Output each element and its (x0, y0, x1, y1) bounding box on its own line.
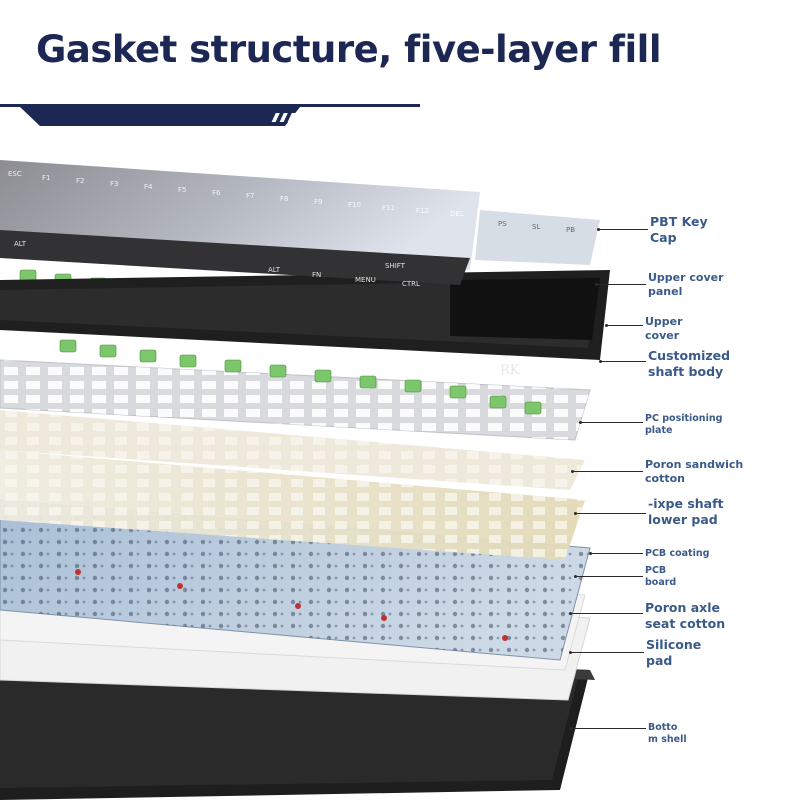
callout-line: seat cotton (645, 615, 726, 631)
callout-leader-line (570, 728, 646, 729)
keycap-legend: F5 (178, 186, 186, 194)
callout-line: shaft body (648, 363, 724, 379)
callout-line: Silicone (646, 637, 702, 652)
callout-anchor-dot (579, 421, 582, 424)
keycap-legend: SHIFT (385, 262, 406, 270)
callout-line: cotton (645, 471, 685, 485)
callout-line: PCB coating (645, 548, 710, 559)
keycap-legend: ALT (268, 266, 281, 274)
callout-line: Botto (648, 722, 678, 733)
callout-anchor-dot (569, 651, 572, 654)
page-title: Gasket structure, five-layer fill (36, 28, 662, 71)
keycap-legend: F9 (314, 198, 322, 206)
keycap-legend: F12 (416, 207, 429, 215)
callout-line: Upper (645, 315, 683, 328)
brand-logo: RK (500, 363, 520, 378)
keycap-legend: PS (498, 220, 507, 228)
callout-line: pad (646, 652, 673, 668)
keycap-legend: MENU (355, 276, 376, 284)
callout-line: PC positioning (645, 413, 723, 424)
keycap-legend: F4 (144, 183, 153, 191)
callout-leader-line (575, 576, 643, 577)
callout-leader-line (570, 652, 644, 653)
keycap-legend: F6 (212, 189, 221, 197)
callout-line: Poron sandwich (645, 458, 744, 471)
callout-line: Upper cover (648, 271, 724, 284)
callout-line: panel (648, 284, 683, 298)
keycap-legend: F1 (42, 174, 50, 182)
callout-leader-line (580, 422, 643, 423)
keycap-legend: CTRL (402, 280, 420, 288)
callout-anchor-dot (569, 727, 572, 730)
callout-leader-line (590, 553, 643, 554)
poron-sandwich-cotton-layer (0, 410, 585, 490)
callout-anchor-dot (597, 228, 600, 231)
callout-leader-line (572, 471, 643, 472)
keycap-legend: FN (312, 271, 321, 279)
upper-cover-frame: RK (0, 270, 610, 378)
callout-line: cover (645, 328, 680, 342)
callout-line: Cap (650, 229, 677, 245)
keycap-legend: F2 (76, 177, 84, 185)
callout-line: lower pad (648, 511, 718, 527)
callout-line: -ixpe shaft (648, 496, 724, 511)
callout-anchor-dot (569, 612, 572, 615)
callout-anchor-dot (595, 283, 598, 286)
title-underline-bar (0, 104, 420, 126)
callout-anchor-dot (574, 512, 577, 515)
callout-anchor-dot (571, 470, 574, 473)
keycap-legend: ALT (14, 240, 27, 248)
ixpe-shaft-lower-pad-layer (0, 450, 585, 560)
callout-anchor-dot (605, 324, 608, 327)
callout-line: PBT Key (650, 214, 708, 229)
callout-line: PCB (645, 565, 667, 576)
callout-leader-line (575, 513, 646, 514)
keycap-legend: F10 (348, 201, 361, 209)
exploded-keyboard-diagram: RK ESC F1 F2 F3 F4 F5 F6 F7 F8 F9 F10 F1… (0, 160, 610, 800)
keycap-layer: ESC F1 F2 F3 F4 F5 F6 F7 F8 F9 F10 F11 F… (0, 160, 600, 288)
keycap-legend: F3 (110, 180, 118, 188)
callout-anchor-dot (589, 552, 592, 555)
callout-pcb-coating: PCB coating (645, 548, 709, 560)
callout-leader-line (596, 284, 646, 285)
pc-positioning-plate-layer (0, 359, 591, 441)
callout-leader-line (606, 325, 643, 326)
keycap-legend: ESC (8, 170, 22, 178)
callout-leader-line (598, 229, 648, 230)
callout-leader-line (570, 613, 643, 614)
callout-line: Poron axle (645, 600, 721, 615)
callout-line: board (645, 576, 677, 588)
keycap-legend: F8 (280, 195, 288, 203)
callout-leader-line (600, 361, 646, 362)
gasket-spring-markers (75, 569, 508, 641)
callout-line: m shell (648, 733, 687, 745)
keycap-legend: F7 (246, 192, 254, 200)
keycap-legend: F11 (382, 204, 395, 212)
callout-anchor-dot (599, 360, 602, 363)
keycap-legend: DEL (450, 210, 464, 218)
keycap-legend: PB (566, 226, 575, 234)
callout-line: Customized (648, 348, 731, 363)
callout-anchor-dot (574, 575, 577, 578)
callout-line: plate (645, 424, 673, 436)
keycap-legend: SL (532, 223, 540, 231)
